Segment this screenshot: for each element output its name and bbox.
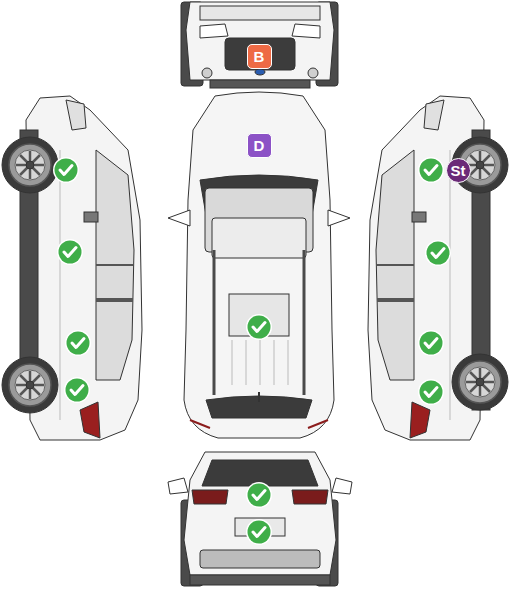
right-side-view xyxy=(368,96,508,440)
rear-view xyxy=(168,452,352,586)
front-view xyxy=(181,2,338,88)
left-side-view xyxy=(2,96,142,440)
damage-badge: St xyxy=(446,158,471,183)
damage-badge: B xyxy=(247,44,272,69)
damage-badge: D xyxy=(247,133,272,158)
badge-letter: D xyxy=(254,138,265,153)
top-view xyxy=(168,92,350,438)
badge-letter: St xyxy=(451,163,466,178)
badge-letter: B xyxy=(254,49,265,64)
